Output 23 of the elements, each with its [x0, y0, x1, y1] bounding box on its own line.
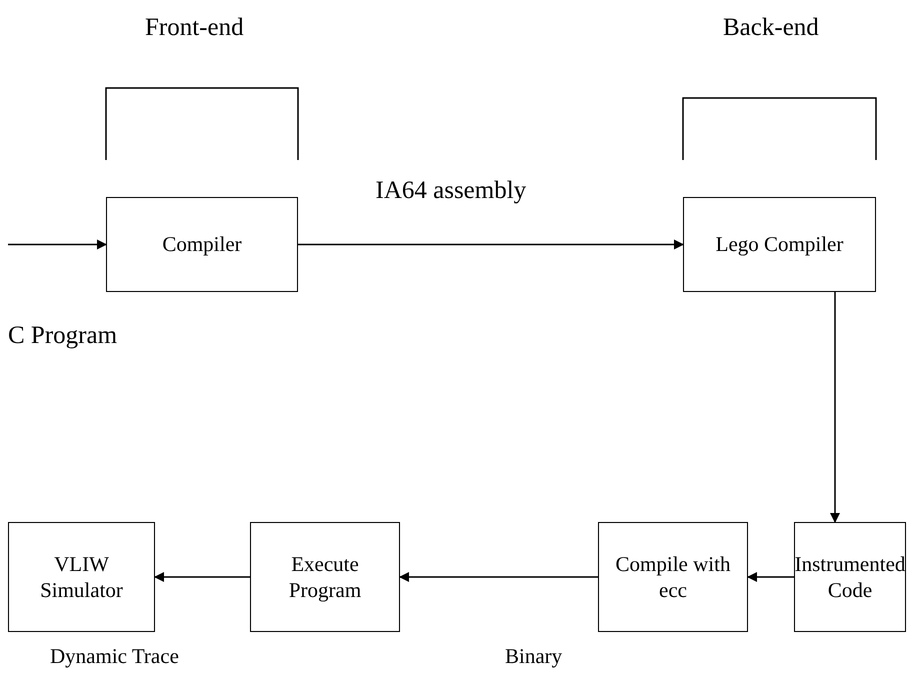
- arrow: [8, 240, 107, 250]
- arrow: [298, 240, 684, 250]
- process-box: [794, 522, 906, 632]
- box-label: Instrumented Code: [794, 550, 906, 604]
- arrow: [747, 572, 794, 582]
- text-label: Binary: [505, 644, 562, 669]
- arrow: [830, 292, 840, 523]
- arrow: [154, 572, 250, 582]
- process-box: [598, 522, 748, 632]
- process-box: [683, 197, 876, 292]
- box-label: Compile with ecc: [614, 550, 732, 604]
- box-label: VLIW Simulator: [39, 550, 124, 604]
- arrow: [399, 572, 598, 582]
- process-box: [250, 522, 400, 632]
- box-label: Execute Program: [288, 550, 362, 604]
- box-label: Lego Compiler: [714, 231, 844, 258]
- text-label: Back-end: [723, 14, 819, 42]
- text-label: Dynamic Trace: [50, 644, 179, 669]
- process-box: [8, 522, 155, 632]
- process-box: [106, 197, 298, 292]
- box-label: Compiler: [161, 231, 243, 258]
- text-label: Front-end: [145, 14, 244, 42]
- text-label: C Program: [8, 322, 118, 350]
